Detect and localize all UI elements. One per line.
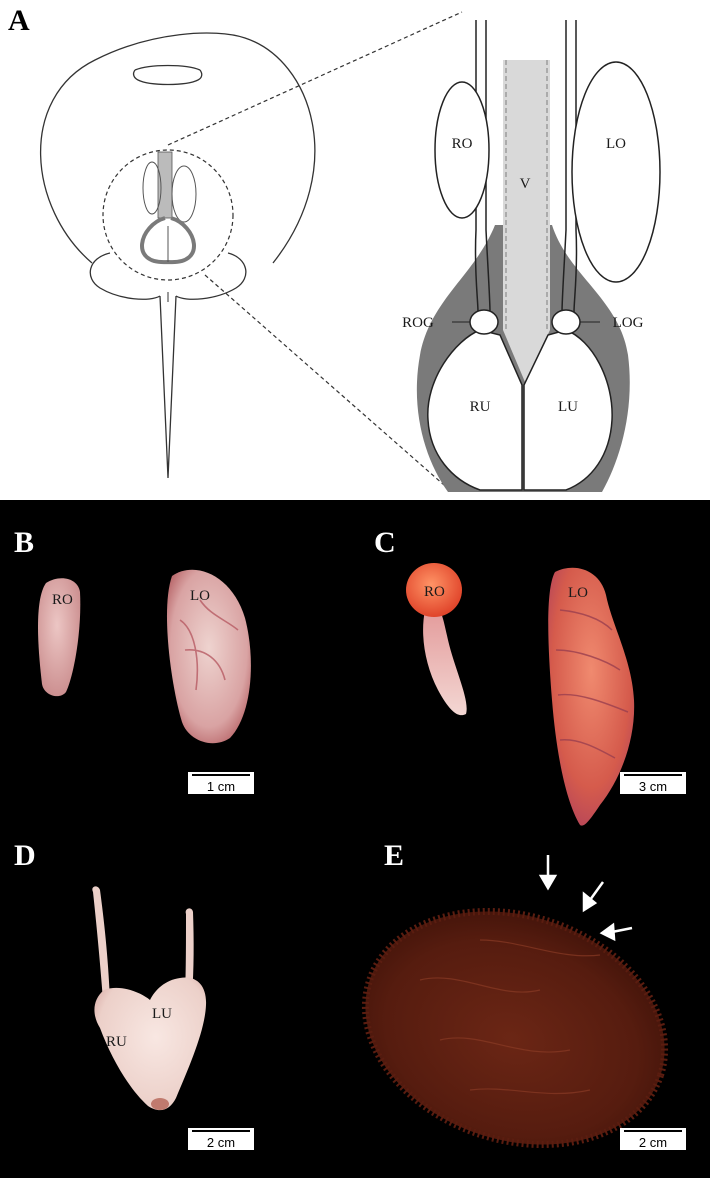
ray-body-outline: [40, 32, 316, 264]
left-ovary-outline: [571, 61, 661, 283]
panel-e-label: E: [384, 839, 404, 872]
label-lo: LO: [606, 136, 626, 152]
zoom-line-bottom: [204, 274, 453, 493]
label-log: LOG: [613, 315, 644, 331]
panel-a-label: A: [8, 4, 30, 37]
panel-c-scalebar-box: [620, 772, 686, 794]
panel-d-right-oviduct: [92, 886, 110, 1000]
label-rog: ROG: [402, 315, 434, 331]
panel-c-right-ovary: [406, 563, 462, 617]
label-ro: RO: [452, 136, 473, 152]
panel-c-left-ovary: [548, 567, 635, 826]
panel-c-right-ovary-stalk: [423, 608, 467, 716]
photo-panels: B RO LO 1 cm C RO LO 3: [0, 500, 710, 1178]
panel-b-lo-label: LO: [190, 588, 210, 604]
panel-c-scale-label: 3 cm: [639, 779, 667, 794]
panel-e-arrows: [538, 855, 633, 942]
panel-c-label: C: [374, 526, 396, 559]
panel-d-ru-label: RU: [106, 1034, 127, 1050]
panel-b: B RO LO 1 cm: [14, 526, 254, 794]
panel-d-label: D: [14, 839, 36, 872]
panel-d-scalebar-box: [188, 1128, 254, 1150]
photo-panels-drawing: B RO LO 1 cm C RO LO 3: [14, 526, 686, 1150]
panel-d-scale-label: 2 cm: [207, 1135, 235, 1150]
vagina-shape: [503, 60, 550, 382]
panel-d-uterus: [94, 977, 207, 1111]
zoom-circle: [102, 149, 234, 281]
panel-b-scale-label: 1 cm: [207, 779, 235, 794]
left-oviducal-gland: [551, 309, 581, 335]
label-ru: RU: [470, 399, 491, 415]
mini-reproductive-tract: [140, 151, 197, 265]
panel-e-scalebar-box: [620, 1128, 686, 1150]
panel-d: D RU LU 2 cm: [14, 839, 254, 1150]
right-uterus-outline: [427, 329, 523, 491]
left-uterus-outline: [523, 329, 613, 491]
panel-c-ro-label: RO: [424, 584, 445, 600]
panel-d-lu-label: LU: [152, 1006, 172, 1022]
panel-e-scale-label: 2 cm: [639, 1135, 667, 1150]
ray-mouth: [132, 64, 203, 86]
panel-b-label: B: [14, 526, 34, 559]
label-lu: LU: [558, 399, 578, 415]
label-v: V: [520, 176, 531, 192]
right-oviducal-gland: [469, 309, 499, 335]
ray-pelvic-fin-right: [175, 252, 247, 300]
panel-b-right-ovary: [38, 578, 81, 697]
ray-pelvic-fin-left: [89, 252, 161, 300]
panel-e: E 2 cm: [361, 839, 686, 1150]
panel-b-scalebar-box: [188, 772, 254, 794]
panel-d-left-oviduct: [185, 908, 194, 995]
panel-c: C RO LO 3 cm: [374, 526, 686, 826]
panel-a: A: [0, 0, 710, 500]
panel-a-diagram: A: [8, 4, 661, 493]
panel-b-ro-label: RO: [52, 592, 73, 608]
panel-e-uterus-villi: [361, 907, 669, 1149]
right-ovary-outline: [434, 81, 490, 219]
zoom-line-top: [167, 11, 463, 146]
panel-c-lo-label: LO: [568, 585, 588, 601]
ray-tail: [159, 295, 177, 479]
